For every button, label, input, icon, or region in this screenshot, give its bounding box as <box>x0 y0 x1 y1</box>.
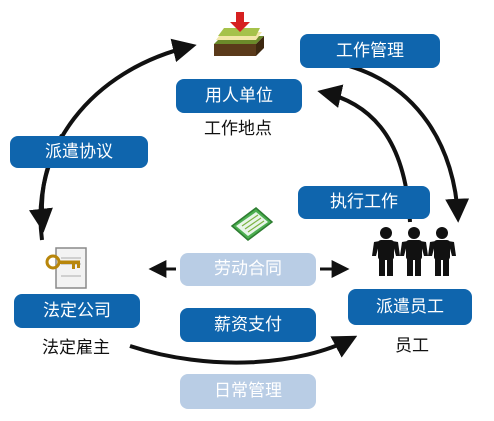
legal-company-label: 法定公司 <box>43 300 111 321</box>
salary-payment-label: 薪资支付 <box>214 314 282 335</box>
dispatched-employee-caption: 员工 <box>395 336 429 356</box>
dispatch-agreement-label-box: 派遣协议 <box>10 136 148 168</box>
employer-node: 用人单位 <box>176 79 302 113</box>
dispatched-employee-node: 派遣员工 <box>348 289 472 325</box>
work-management-label-box: 工作管理 <box>300 34 440 68</box>
daily-management-label: 日常管理 <box>214 381 282 401</box>
legal-company-node: 法定公司 <box>14 294 140 328</box>
salary-payment-label-box: 薪资支付 <box>180 308 316 342</box>
employer-label: 用人单位 <box>205 85 273 106</box>
labor-contract-label: 劳动合同 <box>214 259 282 279</box>
arrow-work-management <box>337 61 470 223</box>
stack-of-papers-with-red-arrow-icon <box>214 12 264 56</box>
labor-contract-label-box: 劳动合同 <box>180 253 316 286</box>
legal-company-caption: 法定雇主 <box>42 338 110 358</box>
three-people-icon <box>372 227 456 276</box>
employer-caption: 工作地点 <box>204 119 272 139</box>
daily-management-label-box: 日常管理 <box>180 374 316 409</box>
perform-work-label: 执行工作 <box>330 192 398 212</box>
key-document-icon <box>45 247 87 289</box>
work-management-label: 工作管理 <box>336 40 404 61</box>
dispatched-employee-label: 派遣员工 <box>376 296 444 317</box>
dispatch-agreement-label: 派遣协议 <box>45 141 113 162</box>
perform-work-label-box: 执行工作 <box>298 186 430 219</box>
arrow-salary-payment <box>129 335 358 365</box>
green-notebook-icon <box>230 207 274 241</box>
